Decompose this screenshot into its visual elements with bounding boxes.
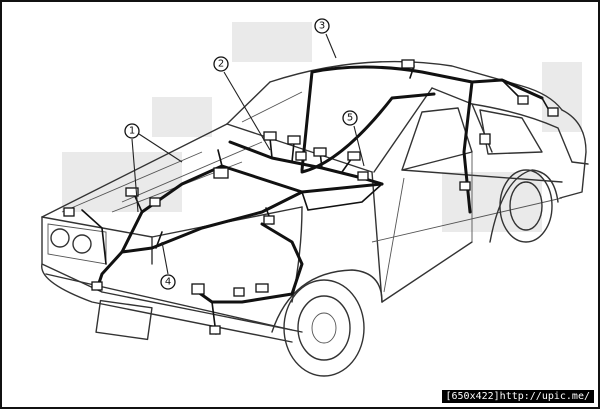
- callout-5-circle: [342, 110, 358, 126]
- callout-2-circle: [213, 56, 229, 72]
- callout-5-label: 5: [347, 113, 353, 124]
- background-texture: [62, 22, 582, 232]
- callout-1-label: 1: [129, 126, 135, 137]
- wiring-harness: [63, 59, 559, 335]
- callout-3-circle: [314, 18, 330, 34]
- instrument-harness: [300, 92, 436, 174]
- callout-4-circle: [160, 274, 176, 290]
- fender-harness: [196, 222, 304, 304]
- callout-1-circle: [124, 123, 140, 139]
- callout-3-label: 3: [319, 21, 325, 32]
- front-cross-harness: [120, 190, 304, 254]
- roof-harness: [300, 65, 544, 172]
- car-body: [41, 60, 589, 377]
- rear-pillar-harness: [462, 80, 474, 214]
- callout-4-label: 4: [165, 277, 171, 288]
- watermark: [650x422]http://upic.me/: [441, 390, 594, 403]
- engine-room-harness: [96, 164, 384, 288]
- callouts: 1 2 3 4 5: [124, 18, 365, 290]
- callout-2-label: 2: [218, 59, 224, 70]
